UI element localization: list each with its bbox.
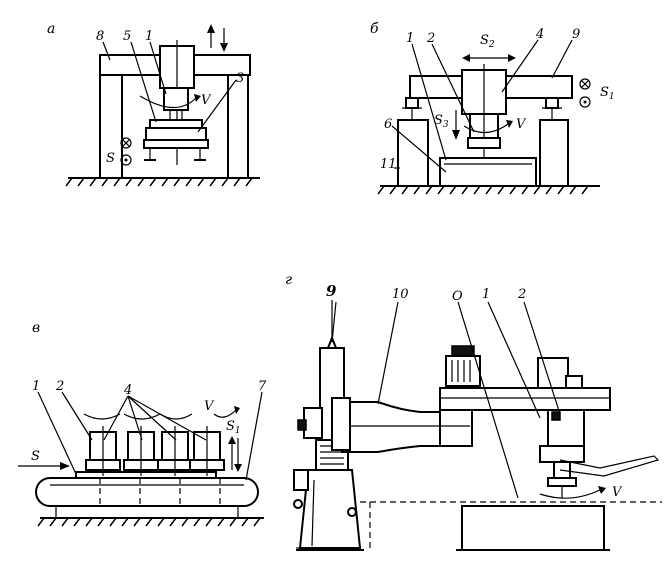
panel-b-label-2: 2	[426, 31, 435, 46]
panel-a-feed-symbols	[120, 137, 132, 166]
panel-v-s-feed-arrow	[18, 462, 70, 470]
panel-b-label-1: 1	[406, 31, 414, 46]
panel-a-label-s: S	[106, 151, 115, 166]
panel-b-rotation-arrow	[463, 120, 513, 134]
panel-g-label-v: V	[612, 485, 623, 500]
panel-b-spindle-head	[461, 64, 507, 186]
panel-g-motor	[445, 345, 481, 387]
panel-a-leaders	[102, 41, 237, 133]
panel-v-label-s: S	[31, 449, 40, 464]
panel-v-ground	[37, 517, 264, 527]
panel-b-letter: б	[370, 21, 379, 37]
panel-b-left-column	[397, 108, 429, 187]
panel-v-label-7: 7	[258, 379, 267, 394]
panel-g-label-2: 2	[517, 287, 526, 302]
panel-v-label-2: 2	[55, 379, 64, 394]
panel-v-leaders	[37, 391, 263, 481]
panel-b: б	[370, 21, 615, 195]
panel-a-letter: а	[47, 21, 55, 37]
panel-b-workpiece-table	[439, 157, 537, 187]
panel-v: в	[18, 320, 267, 527]
panel-b-right-column	[539, 108, 569, 187]
panel-a-vertical-feed-arrows	[207, 24, 228, 52]
panel-v-label-1: 1	[32, 379, 40, 394]
panel-b-label-9: 9	[572, 27, 580, 42]
panel-a: а	[47, 21, 260, 187]
panel-g-label-o: О	[452, 289, 463, 304]
panel-b-s1-symbols	[579, 78, 591, 108]
panel-g-base	[293, 469, 364, 551]
panel-v-label-v: V	[204, 399, 215, 414]
panel-g-label-1: 1	[482, 287, 490, 302]
panel-g-letter: г	[285, 272, 292, 288]
panel-v-letter: в	[32, 320, 40, 336]
panel-b-label-4: 4	[535, 27, 544, 42]
panel-b-label-6: 6	[384, 117, 392, 132]
panel-g-label-9: 9	[326, 282, 337, 300]
panel-v-workpieces	[75, 471, 217, 479]
panel-g: г	[285, 272, 662, 551]
panel-a-label-1: 1	[145, 29, 153, 44]
panel-b-label-v: V	[516, 117, 527, 132]
panel-b-label-s3: S3	[434, 113, 449, 130]
panel-v-label-s1: S1	[226, 419, 241, 436]
panel-a-label-v: V	[201, 93, 212, 108]
panel-a-label-5: 5	[123, 29, 131, 44]
panel-b-ground	[377, 185, 600, 195]
panel-b-s2-arrow	[462, 54, 516, 62]
panel-g-swing-arm	[331, 397, 473, 453]
panel-a-spindle-head	[159, 40, 195, 165]
panel-b-label-s2: S2	[480, 33, 495, 50]
panel-v-s1-arrows	[228, 436, 242, 472]
panel-b-label-11: 11	[380, 157, 397, 172]
panel-g-carriage-rail	[439, 387, 611, 411]
panel-v-rotation-arcs	[83, 406, 240, 420]
panel-g-handle-bar	[559, 455, 660, 477]
panel-g-rotation-arrow	[539, 486, 606, 499]
panel-g-label-10: 10	[392, 287, 409, 302]
panel-g-grinding-head	[539, 409, 585, 498]
panel-g-leaders	[331, 301, 561, 499]
panel-g-workpiece-block	[456, 505, 610, 551]
panel-a-table	[143, 119, 209, 161]
panel-b-s3-arrow	[452, 110, 460, 140]
panel-v-conveyor-belt	[35, 477, 259, 518]
panel-g-drive-cabinet	[537, 357, 583, 389]
panel-a-label-8: 8	[96, 29, 104, 44]
panel-g-handwheel	[297, 407, 323, 439]
panel-v-grinding-heads	[85, 426, 225, 476]
panel-a-rotation-arrow	[139, 94, 201, 109]
panel-a-ground	[65, 177, 260, 187]
panel-v-label-4: 4	[123, 383, 132, 398]
panel-a-label-3: 3	[236, 71, 244, 86]
panel-b-label-s1: S1	[600, 85, 615, 102]
panel-b-leaders	[391, 39, 573, 173]
